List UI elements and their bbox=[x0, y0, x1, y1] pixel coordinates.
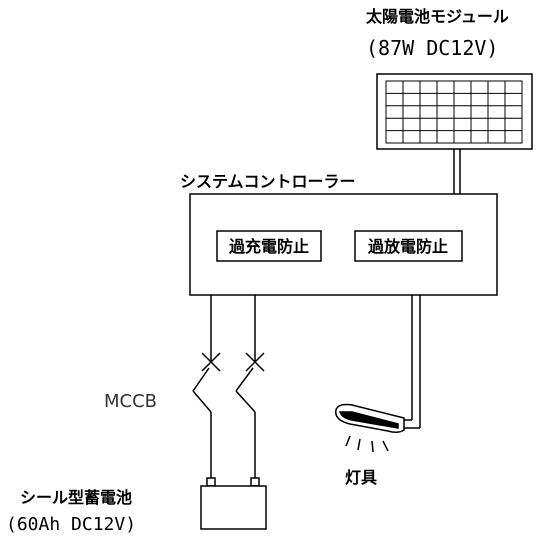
overcharge-box bbox=[216, 230, 322, 262]
overdischarge-box bbox=[354, 230, 463, 262]
battery-terminal-left bbox=[206, 477, 216, 487]
battery-spec: (60Ah DC12V) bbox=[6, 514, 136, 535]
overdischarge-label: 過放電防止 bbox=[367, 237, 448, 256]
overcharge-label: 過充電防止 bbox=[228, 237, 309, 256]
lamp-cable bbox=[404, 295, 421, 429]
solar-module-spec: (87W DC12V) bbox=[366, 36, 498, 60]
panel-cable bbox=[453, 149, 461, 194]
battery bbox=[200, 477, 267, 530]
solar-module-label: 太陽電池モジュール bbox=[365, 7, 509, 26]
lamp-label: 灯具 bbox=[345, 468, 377, 487]
battery-body bbox=[200, 485, 267, 530]
battery-terminal-right bbox=[250, 477, 260, 487]
mccb-label: MCCB bbox=[104, 391, 157, 412]
light-rays bbox=[345, 435, 389, 453]
solar-panel bbox=[376, 73, 533, 150]
controller-label: システムコントローラー bbox=[180, 172, 356, 191]
lamp-fixture bbox=[335, 403, 405, 434]
battery-wiring bbox=[192, 295, 265, 478]
battery-label: シール型蓄電池 bbox=[20, 488, 132, 507]
